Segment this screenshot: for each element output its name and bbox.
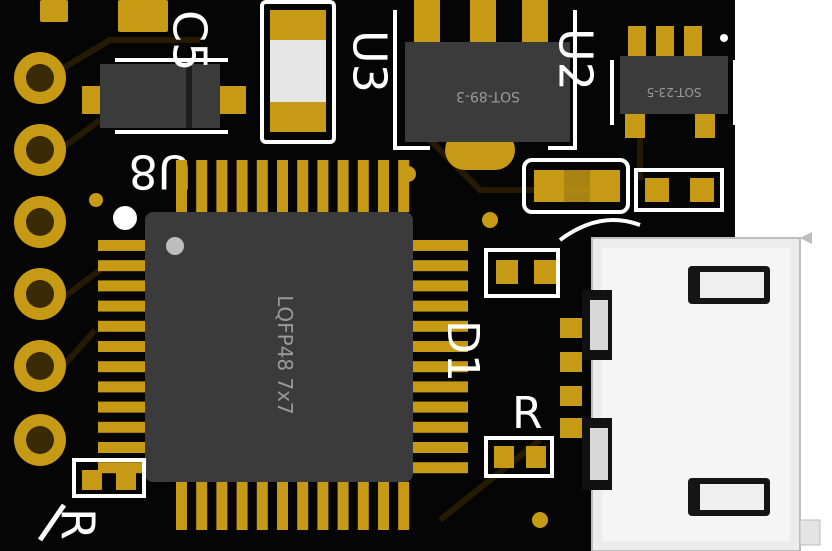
usb-pad-4 [560, 418, 582, 438]
mcu-pin [98, 260, 146, 272]
mcu-pin [196, 482, 208, 530]
mcu-pin [413, 341, 468, 352]
regulator-sot89 [393, 0, 577, 170]
through-hole-pad-icon [14, 124, 66, 176]
ic-chip-icon [145, 212, 413, 482]
mcu-pin [337, 482, 349, 530]
mcu-pin [297, 482, 309, 530]
mcu-pin [98, 280, 146, 292]
mcu-pin [398, 160, 410, 212]
smd-resistor-mid [484, 436, 554, 478]
usb-pad-2 [560, 352, 582, 372]
regulator-marking: SOT-89-3 [456, 88, 520, 104]
mcu-body [145, 212, 413, 482]
mcu-pin [98, 240, 146, 251]
mcu-pin [378, 482, 389, 530]
mcu-pin [413, 381, 468, 393]
ic-chip-icon: SOT-89-3 [456, 88, 520, 104]
mcu-pin [98, 421, 146, 433]
mcu-pin [337, 160, 349, 212]
through-hole-pad-icon [14, 414, 66, 466]
mcu-pins-bottom [176, 482, 410, 530]
silk-label-r-mid: R [512, 388, 543, 439]
small-ic-sot23 [610, 26, 737, 138]
silk-label-d1: D1 [437, 320, 488, 382]
mcu-pin [277, 482, 288, 530]
mcu-pin [98, 300, 146, 312]
mcu-pin [413, 462, 468, 474]
mcu-pin [413, 421, 468, 433]
through-hole-pad-icon [14, 268, 66, 320]
through-hole-pad-icon [14, 52, 66, 104]
mcu-pin [196, 160, 208, 212]
mcu-pin [98, 442, 146, 453]
mcu-pin [277, 160, 288, 212]
smd-resistor-right-1 [522, 158, 630, 214]
mcu-pin [357, 160, 369, 212]
mcu-pin [98, 320, 146, 332]
silk-label-r-bottom: R [51, 508, 105, 540]
top-pad-2 [118, 0, 168, 32]
through-hole-pad-icon [14, 340, 66, 392]
mcu-pin [413, 240, 468, 251]
mcu-pin [413, 260, 468, 272]
usb-connector-icon [582, 232, 821, 551]
header-pins [14, 52, 66, 466]
smd-diode [82, 58, 246, 134]
mcu-pin [98, 361, 146, 373]
mcu-pin [317, 482, 329, 530]
top-pad-1 [40, 0, 68, 22]
mcu-pin [236, 482, 248, 530]
mcu-pin [176, 482, 187, 530]
mcu-pin [98, 381, 146, 393]
mcu-pin [357, 482, 369, 530]
silk-label-u2: U2 [549, 28, 603, 91]
mcu-pin [413, 361, 468, 373]
via [482, 212, 498, 228]
mcu-pin [256, 160, 268, 212]
silk-arc-usb [558, 218, 641, 242]
mcu-pin1-marker [166, 237, 184, 255]
silk-label-c5: C5 [163, 10, 217, 71]
capacitor-c5 [260, 0, 336, 144]
mcu-pin [413, 300, 468, 312]
mcu-pins-top [176, 160, 410, 212]
smd-resistor-right-2 [634, 168, 724, 212]
via [89, 193, 103, 207]
mcu-pin [413, 280, 468, 292]
mcu-pin [256, 482, 268, 530]
mcu-pin [236, 160, 248, 212]
mcu-pin [176, 160, 187, 212]
through-hole-pad-icon [14, 196, 66, 248]
mcu-marking: LQFP48 7x7 [273, 295, 297, 415]
mcu-pins-right [413, 240, 468, 474]
mcu-pin [398, 482, 410, 530]
mcu-pins-left [98, 240, 146, 474]
mcu-pin [216, 160, 228, 212]
mcu-pin [413, 401, 468, 413]
via [400, 166, 416, 182]
small-ic-marking: SOT-23-5 [647, 85, 702, 99]
via [532, 512, 548, 528]
mcu-pin [317, 160, 329, 212]
mcu-pin [413, 320, 468, 332]
mcu-pin [378, 160, 389, 212]
smd-part-d1 [484, 248, 560, 298]
mcu-pin [413, 442, 468, 453]
mcu-pin [216, 482, 228, 530]
smd-resistor-left [72, 458, 146, 498]
mcu-pin [98, 341, 146, 352]
mcu-pin [98, 462, 146, 474]
mcu-pin [297, 160, 309, 212]
usb-pad-1 [560, 318, 582, 338]
silk-label-u3: U3 [343, 30, 397, 93]
usb-pad-3 [560, 386, 582, 406]
mcu-pin [98, 401, 146, 413]
silk-slash [37, 503, 67, 542]
pin1-dot [113, 206, 137, 230]
